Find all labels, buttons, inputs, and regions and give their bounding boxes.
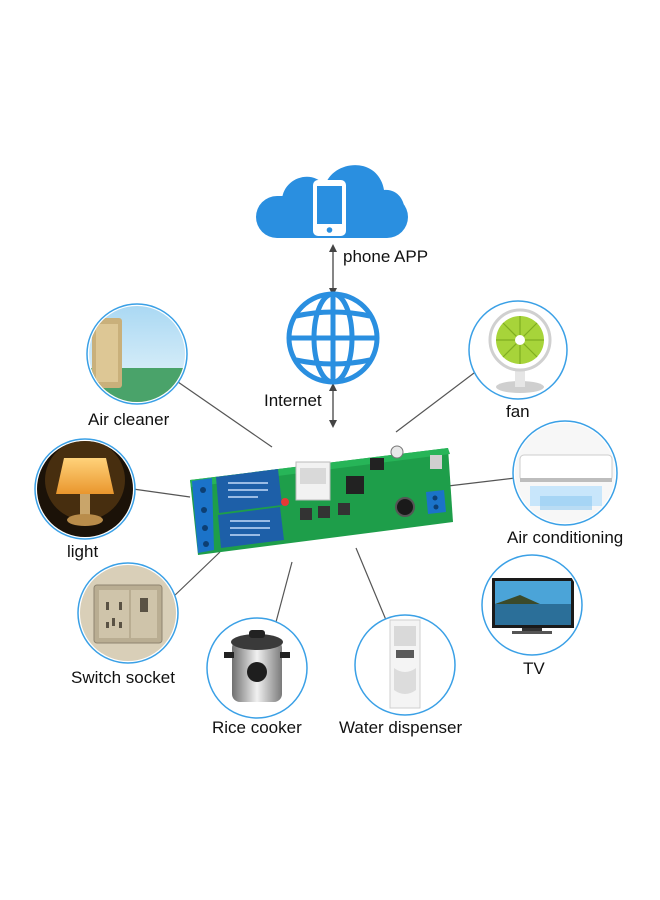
lamp-icon xyxy=(37,441,133,537)
device-fan xyxy=(468,300,568,400)
fan-icon xyxy=(488,308,552,393)
terminal-block-left xyxy=(192,478,214,553)
fan-label: fan xyxy=(506,402,530,421)
wall-socket-icon xyxy=(80,565,176,661)
device-tv xyxy=(481,554,583,656)
device-rice-cooker xyxy=(206,617,308,719)
water-dispenser-icon xyxy=(389,619,421,709)
device-air-conditioning xyxy=(512,420,618,526)
device-switch-socket xyxy=(77,562,179,664)
rice-cooker-label: Rice cooker xyxy=(212,718,302,737)
relay-board xyxy=(190,445,453,555)
device-light xyxy=(34,438,136,540)
connector-lines xyxy=(132,369,516,623)
phone-app-label: phone APP xyxy=(343,247,429,266)
tv-icon xyxy=(492,578,574,634)
terminal-block-right xyxy=(426,490,446,514)
smartphone-icon xyxy=(313,180,346,236)
double-arrow-icon-lower xyxy=(329,383,337,428)
air-cleaner-icon xyxy=(89,306,185,402)
switch-socket-label: Switch socket xyxy=(71,668,175,687)
air-conditioner-icon xyxy=(515,423,615,523)
device-water-dispenser xyxy=(354,614,456,716)
light-label: light xyxy=(67,542,99,561)
double-arrow-icon xyxy=(329,244,337,296)
air-conditioning-label: Air conditioning xyxy=(507,528,624,547)
internet-label: Internet xyxy=(264,391,322,410)
water-dispenser-label: Water dispenser xyxy=(339,718,463,737)
globe-icon xyxy=(286,291,380,385)
tv-label: TV xyxy=(523,659,545,678)
device-air-cleaner xyxy=(86,303,188,405)
rice-cooker-icon xyxy=(224,630,290,702)
usb-port-icon xyxy=(430,455,442,469)
air-cleaner-label: Air cleaner xyxy=(88,410,170,429)
